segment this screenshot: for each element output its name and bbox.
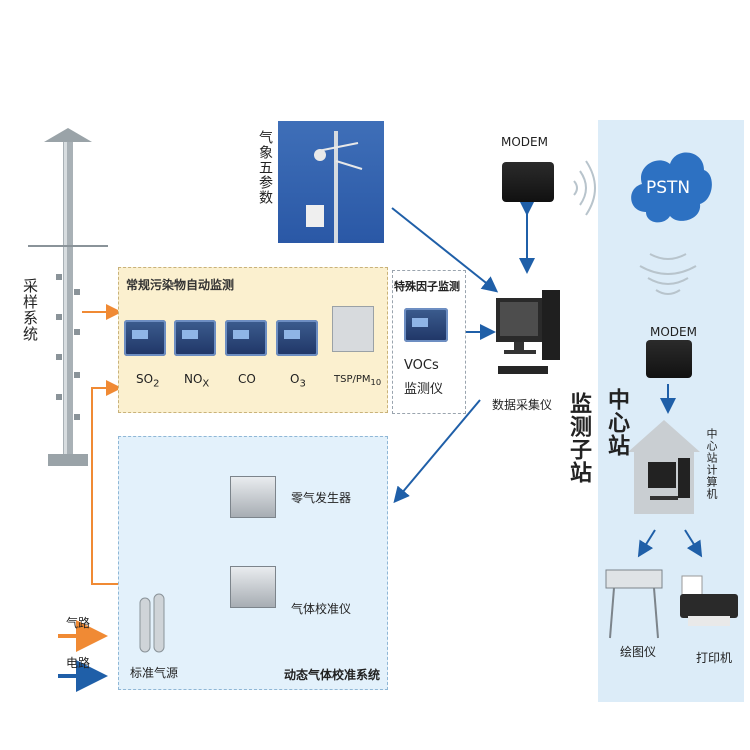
printer-icon xyxy=(680,575,738,626)
sampling-system-label: 采样系统 xyxy=(21,278,39,342)
data-collector-computer-icon xyxy=(496,290,560,374)
gas-calibrator-icon xyxy=(230,566,276,608)
sampling-mast-icon xyxy=(28,128,108,466)
center-computer-label: 中心站计算机 xyxy=(705,428,718,500)
vocs-analyzer-icon xyxy=(404,308,448,342)
modem-center-label: MODEM xyxy=(650,325,697,339)
nox-analyzer-icon xyxy=(174,320,216,356)
standard-gas-label: 标准气源 xyxy=(130,666,179,680)
legend-gas-label: 气路 xyxy=(66,616,91,630)
center-station-title: 中心站 xyxy=(604,388,629,457)
instrument-label-co: CO xyxy=(238,372,256,386)
signal-line-computer-printer xyxy=(684,529,703,558)
modem-top-icon xyxy=(502,162,554,202)
meteo-station-photo xyxy=(278,121,384,243)
vocs-label-2: 监测仪 xyxy=(404,382,444,397)
standard-gas-cylinders-icon xyxy=(139,593,165,653)
printer-label: 打印机 xyxy=(696,651,733,665)
vocs-label: VOCs xyxy=(404,358,439,373)
special-title: 特殊因子监测 xyxy=(394,280,460,293)
meteo-label: 气象五参数 xyxy=(257,130,273,205)
legend-power-label: 电路 xyxy=(66,656,91,670)
conventional-title: 常规污染物自动监测 xyxy=(126,278,235,292)
o3-analyzer-icon xyxy=(276,320,318,356)
zero-gas-label: 零气发生器 xyxy=(291,491,352,505)
pstn-label: PSTN xyxy=(646,178,691,198)
modem-top-label: MODEM xyxy=(501,135,548,149)
modem-center-icon xyxy=(646,340,692,378)
wireless-signal-vertical-icon xyxy=(639,253,697,295)
pstn-cloud-icon xyxy=(631,152,712,223)
signal-line-calibration xyxy=(393,399,481,504)
instrument-label-tsp: TSP/PM10 xyxy=(334,374,382,387)
plotter-label: 绘图仪 xyxy=(620,645,657,659)
plotter-icon xyxy=(605,569,663,639)
signal-line-computer-plotter xyxy=(637,529,656,558)
wireless-signal-icon xyxy=(573,160,596,216)
gas-calibrator-label: 气体校准仪 xyxy=(291,602,352,616)
calibration-system-title: 动态气体校准系统 xyxy=(284,668,381,682)
data-collector-label: 数据采集仪 xyxy=(492,398,553,412)
substation-label: 监测子站 xyxy=(566,392,591,484)
instrument-label-so2: SO2 xyxy=(136,372,160,390)
tsp-pm10-sampler-icon xyxy=(332,306,374,352)
signal-line-meteo xyxy=(391,207,499,293)
zero-gas-generator-icon xyxy=(230,476,276,518)
center-computer-house-icon xyxy=(628,420,700,514)
instrument-label-nox: NOX xyxy=(184,372,210,390)
co-analyzer-icon xyxy=(225,320,267,356)
special-factor-box xyxy=(392,270,466,414)
so2-analyzer-icon xyxy=(124,320,166,356)
instrument-label-o3: O3 xyxy=(290,372,306,390)
